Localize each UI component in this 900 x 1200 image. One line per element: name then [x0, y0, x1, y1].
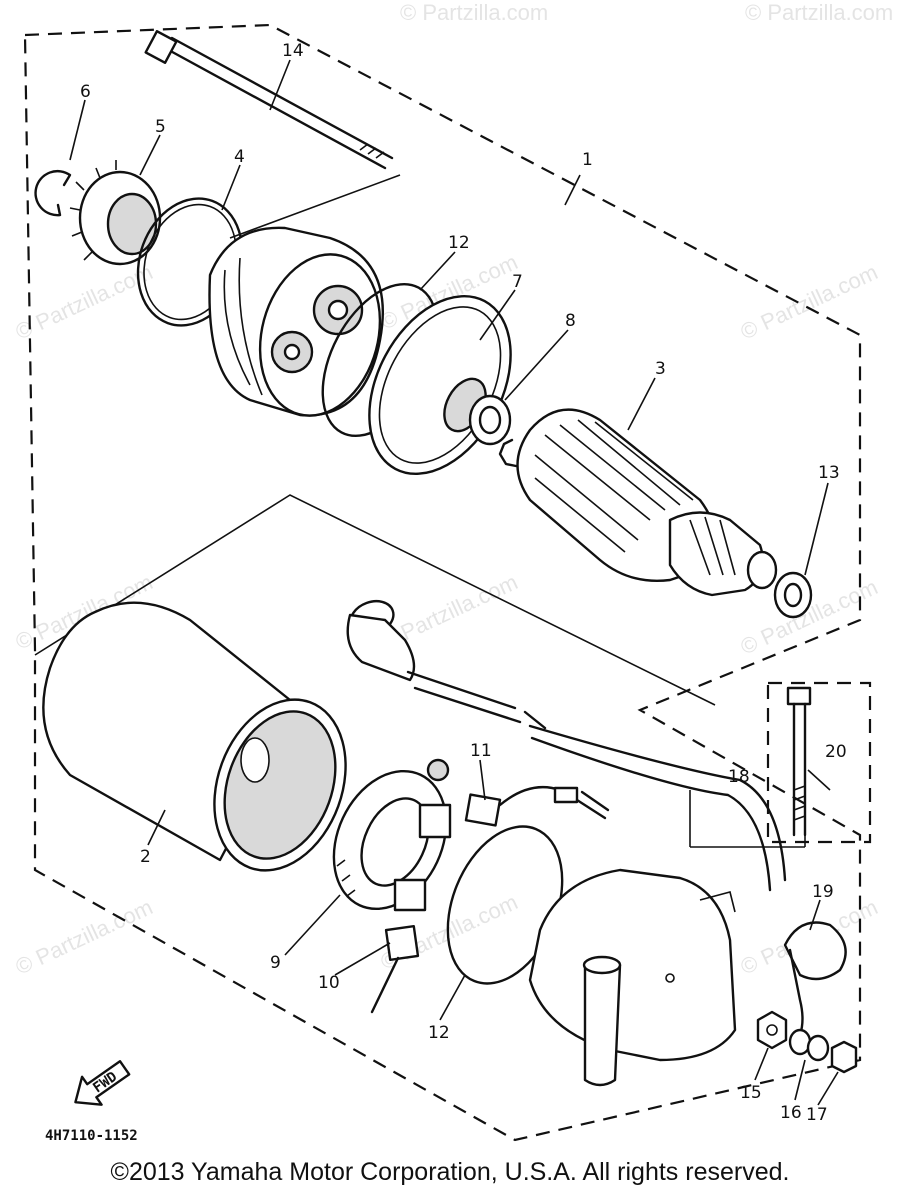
svg-text:© Partzilla.com: © Partzilla.com: [400, 0, 548, 25]
callout-2: 2: [140, 847, 151, 867]
callout-7: 7: [512, 272, 523, 292]
svg-text:© Partzilla.com: © Partzilla.com: [12, 894, 157, 979]
callout-18: 18: [728, 767, 750, 787]
circlip: [34, 170, 72, 217]
callout-9: 9: [270, 953, 281, 973]
front-arrow: FWD: [74, 1060, 131, 1106]
svg-text:© Partzilla.com: © Partzilla.com: [12, 259, 157, 344]
brush-holder: [332, 758, 452, 912]
callout-19: 19: [812, 882, 834, 902]
callout-3: 3: [655, 359, 666, 379]
bolt-20: [786, 686, 812, 837]
leader-lines: [69, 59, 839, 1106]
brush-11: [464, 786, 610, 827]
callout-11: 11: [470, 741, 492, 761]
washer-16: [788, 1028, 830, 1062]
lead-wire: [346, 599, 787, 892]
assembly-boundary: [23, 23, 862, 1142]
callout-12b: 12: [428, 1023, 450, 1043]
rear-cover: [528, 868, 737, 1087]
callout-12a: 12: [448, 233, 470, 253]
bracket-14: [229, 174, 401, 239]
callout-17: 17: [806, 1105, 828, 1125]
callout-6: 6: [80, 82, 91, 102]
nut-17: [830, 1040, 858, 1074]
through-bolt: [144, 30, 394, 170]
washer-8: [468, 394, 512, 446]
callouts: 1 2 3 4 5 6 7 8 9 10 11 12 12 13 14 15 1…: [80, 41, 847, 1125]
bolt-boundary: [766, 681, 872, 844]
callout-13: 13: [818, 463, 840, 483]
armature: [498, 408, 778, 597]
callout-14: 14: [282, 41, 304, 61]
terminal-cap-19: [783, 921, 847, 1037]
callout-16: 16: [780, 1103, 802, 1123]
drawing-code: 4H7110-1152: [45, 1128, 138, 1144]
front-cover-housing: [208, 226, 384, 417]
callout-10: 10: [318, 973, 340, 993]
pinion-gear: [69, 160, 162, 266]
watermarks: © Partzilla.com © Partzilla.com © Partzi…: [12, 0, 894, 980]
svg-text:© Partzilla.com: © Partzilla.com: [737, 259, 882, 344]
callout-20: 20: [825, 742, 847, 762]
callout-15: 15: [740, 1083, 762, 1103]
svg-text:© Partzilla.com: © Partzilla.com: [745, 0, 893, 25]
nut-15: [756, 1010, 788, 1050]
callout-5: 5: [155, 117, 166, 137]
callout-1: 1: [582, 150, 593, 170]
copyright-notice: ©2013 Yamaha Motor Corporation, U.S.A. A…: [110, 1158, 790, 1186]
callout-8: 8: [565, 311, 576, 331]
bracket-1: [34, 494, 716, 706]
callout-4: 4: [234, 147, 245, 167]
yoke: [42, 601, 347, 872]
